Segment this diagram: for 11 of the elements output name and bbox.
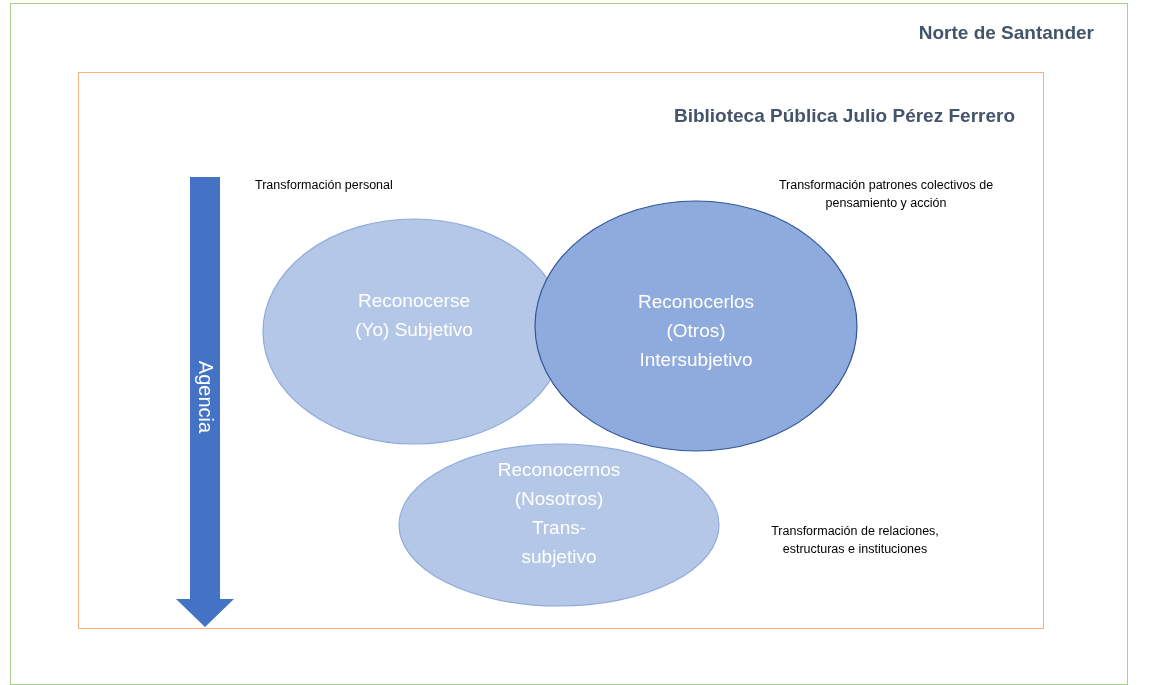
arrow-label: Agencia (193, 360, 217, 434)
annotation-text: Transformación patrones colectivos de pensamiento y acción (777, 177, 995, 212)
panel-frame (78, 72, 1044, 629)
heading: Norte de Santander (918, 22, 1094, 44)
annotation-text: Transformación personal (255, 177, 393, 194)
circle-label: Reconocernos (Nosotros) Trans-subjetivo (496, 458, 622, 569)
outer-frame (10, 3, 1128, 685)
annotation-text: Transformación de relaciones, estructuras e instituciones (770, 523, 940, 558)
circle-label: Reconocerse (Yo) Subjetivo (354, 289, 474, 342)
circle-label: Reconocerlos (Otros) Intersubjetivo (636, 290, 756, 372)
heading: Biblioteca Pública Julio Pérez Ferrero (673, 105, 1015, 127)
